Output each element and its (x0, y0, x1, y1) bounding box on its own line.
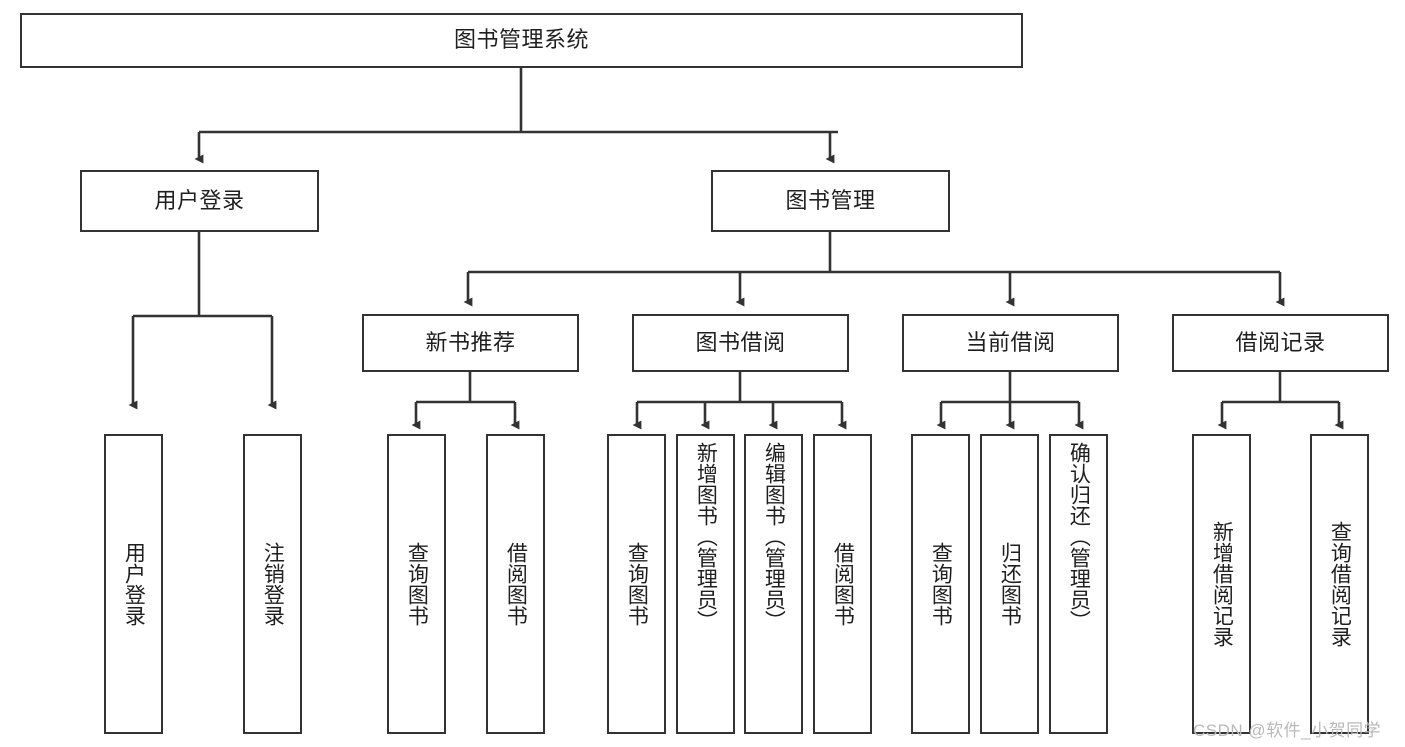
node-new-book-recommend[interactable]: 新书推荐 (362, 314, 579, 372)
leaf-add-book-admin[interactable]: 新增图书（管理员） (676, 434, 735, 734)
node-root-system[interactable]: 图书管理系统 (20, 13, 1023, 68)
node-current-borrow[interactable]: 当前借阅 (902, 314, 1119, 372)
leaf-query-borrow-record[interactable]: 查询借阅记录 (1310, 434, 1369, 734)
leaf-add-borrow-record[interactable]: 新增借阅记录 (1192, 434, 1251, 734)
node-borrow-record[interactable]: 借阅记录 (1172, 314, 1389, 372)
leaf-edit-book-admin[interactable]: 编辑图书（管理员） (744, 434, 803, 734)
leaf-return-book[interactable]: 归还图书 (980, 434, 1039, 734)
leaf-query-book-borrow[interactable]: 查询图书 (607, 434, 666, 734)
leaf-borrow-book-recommend[interactable]: 借阅图书 (486, 434, 545, 734)
leaf-query-book-current[interactable]: 查询图书 (911, 434, 970, 734)
leaf-user-logout[interactable]: 注销登录 (243, 434, 302, 734)
leaf-user-login[interactable]: 用户登录 (104, 434, 163, 734)
node-user-login[interactable]: 用户登录 (80, 170, 319, 232)
node-book-borrow[interactable]: 图书借阅 (632, 314, 849, 372)
csdn-watermark: CSDN @软件_小贺同学 (1193, 721, 1382, 740)
leaf-query-book-recommend[interactable]: 查询图书 (387, 434, 446, 734)
leaf-confirm-return-admin[interactable]: 确认归还（管理员） (1049, 434, 1108, 734)
node-book-management[interactable]: 图书管理 (711, 170, 950, 232)
leaf-borrow-book-borrow[interactable]: 借阅图书 (813, 434, 872, 734)
